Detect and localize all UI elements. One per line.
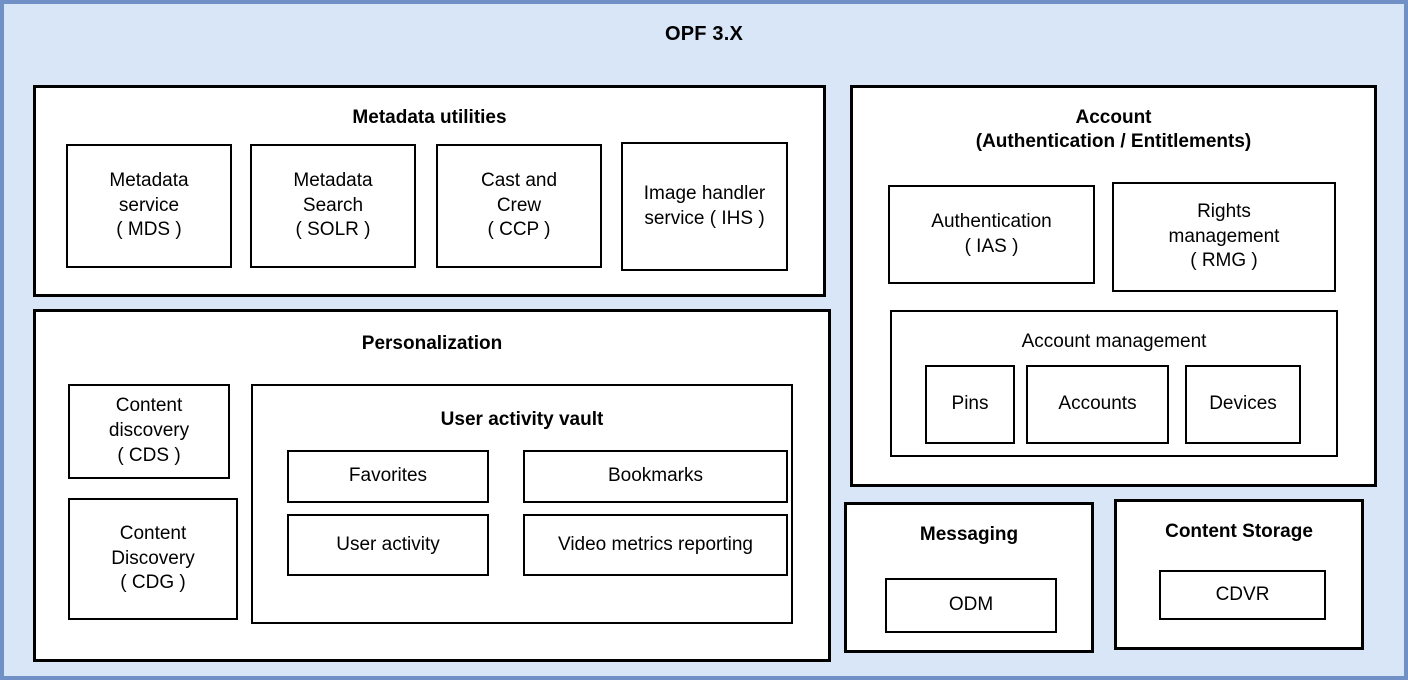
user-activity-box[interactable]: User activity (287, 514, 489, 576)
account-management-group: Account management Pins Accounts Devices (890, 310, 1338, 457)
user-activity-vault-title: User activity vault (440, 409, 604, 430)
rights-management-rmg-box[interactable]: Rights management ( RMG ) (1112, 182, 1336, 292)
account-title: Account (Authentication / Entitlements) (975, 107, 1252, 153)
content-discovery-cdg-box[interactable]: Content Discovery ( CDG ) (68, 498, 238, 620)
personalization-title: Personalization (361, 333, 503, 354)
account-group: Account (Authentication / Entitlements) … (850, 85, 1377, 487)
metadata-service-box[interactable]: Metadata service ( MDS ) (66, 144, 232, 268)
account-management-title: Account management (1021, 331, 1207, 352)
cast-and-crew-box[interactable]: Cast and Crew ( CCP ) (436, 144, 602, 268)
authentication-ias-box[interactable]: Authentication ( IAS ) (888, 185, 1095, 284)
metadata-utilities-group: Metadata utilities Metadata service ( MD… (33, 85, 826, 297)
messaging-title: Messaging (919, 524, 1019, 545)
odm-box[interactable]: ODM (885, 578, 1057, 633)
accounts-box[interactable]: Accounts (1026, 365, 1169, 444)
image-handler-service-box[interactable]: Image handler service ( IHS ) (621, 142, 788, 271)
content-storage-group: Content Storage CDVR (1114, 499, 1364, 650)
content-storage-title: Content Storage (1165, 521, 1313, 542)
bookmarks-box[interactable]: Bookmarks (523, 450, 788, 503)
devices-box[interactable]: Devices (1185, 365, 1301, 444)
personalization-group: Personalization Content discovery ( CDS … (33, 309, 831, 662)
video-metrics-reporting-box[interactable]: Video metrics reporting (523, 514, 788, 576)
messaging-group: Messaging ODM (844, 502, 1094, 653)
user-activity-vault-group: User activity vault Favorites Bookmarks … (251, 384, 793, 624)
page-title: OPF 3.X (664, 23, 744, 45)
metadata-search-box[interactable]: Metadata Search ( SOLR ) (250, 144, 416, 268)
content-discovery-cds-box[interactable]: Content discovery ( CDS ) (68, 384, 230, 479)
cdvr-box[interactable]: CDVR (1159, 570, 1326, 620)
metadata-utilities-title: Metadata utilities (352, 107, 507, 128)
favorites-box[interactable]: Favorites (287, 450, 489, 503)
pins-box[interactable]: Pins (925, 365, 1015, 444)
